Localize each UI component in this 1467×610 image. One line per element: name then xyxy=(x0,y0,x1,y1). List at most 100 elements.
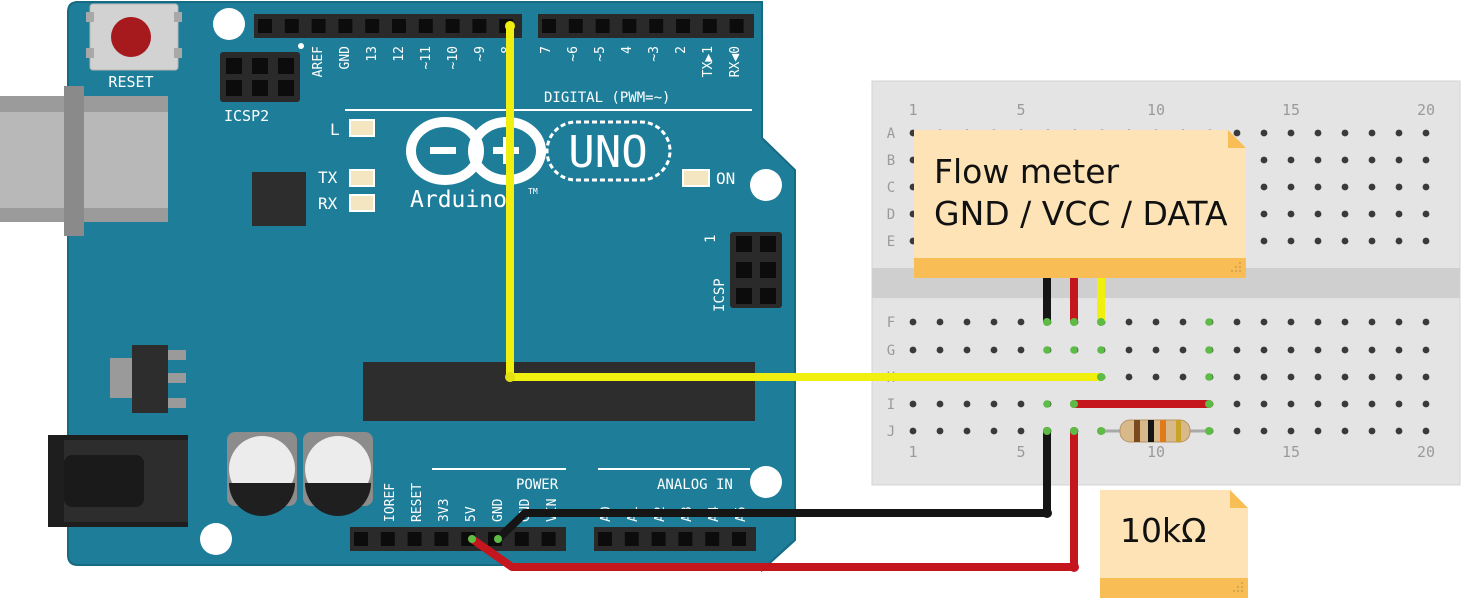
header-pin xyxy=(729,19,744,33)
breadboard-hole xyxy=(1422,183,1430,191)
breadboard-hole xyxy=(963,318,971,326)
breadboard-column-label: 20 xyxy=(1417,443,1435,461)
header-pin xyxy=(434,532,449,546)
breadboard-hole xyxy=(1287,346,1295,354)
reset-button[interactable] xyxy=(86,3,182,71)
breadboard-hole xyxy=(1314,318,1322,326)
led-tx xyxy=(349,169,375,187)
digital-pin-label: ~9 xyxy=(473,46,488,62)
mounting-hole xyxy=(750,169,782,201)
capacitor xyxy=(303,432,373,516)
resistor-note: 10kΩ xyxy=(1100,490,1248,598)
breadboard-hole xyxy=(1233,129,1241,137)
header-pin xyxy=(705,532,720,546)
header-pin xyxy=(392,19,406,33)
breadboard-hole xyxy=(1368,346,1376,354)
power-pin-label: 5V xyxy=(464,506,479,522)
digital-pin-label: 2 xyxy=(674,46,689,54)
breadboard-hole xyxy=(1368,373,1376,381)
breadboard-hole xyxy=(1395,210,1403,218)
usb-chip xyxy=(252,172,306,226)
digital-header-left xyxy=(254,14,522,38)
gnd-wire-black[interactable] xyxy=(494,427,1051,543)
breadboard-hole-active xyxy=(1043,400,1051,408)
header-pin xyxy=(354,532,368,546)
wire-endpoint xyxy=(505,372,515,382)
led-on xyxy=(682,169,710,187)
breadboard-hole xyxy=(909,400,917,408)
digital-pin-label: ~5 xyxy=(593,46,608,62)
digital-header-right xyxy=(538,14,754,38)
breadboard-hole xyxy=(909,427,917,435)
breadboard-hole xyxy=(1260,346,1268,354)
breadboard-hole xyxy=(1125,373,1133,381)
breadboard-hole xyxy=(1152,346,1160,354)
breadboard-hole xyxy=(1260,400,1268,408)
breadboard-hole xyxy=(1341,156,1349,164)
breadboard-column-label: 5 xyxy=(1016,443,1025,461)
led-rx-label: RX xyxy=(318,194,338,213)
breadboard-hole xyxy=(1179,373,1187,381)
header-pin xyxy=(380,532,395,546)
breadboard-row-label: A xyxy=(887,126,896,142)
breadboard-hole xyxy=(909,318,917,326)
breadboard-hole xyxy=(1395,129,1403,137)
capacitor xyxy=(227,432,297,516)
wire-endpoint xyxy=(1069,562,1079,572)
breadboard-hole xyxy=(1341,400,1349,408)
header-pin xyxy=(284,19,299,33)
header-pin xyxy=(678,532,693,546)
breadboard-hole xyxy=(1287,400,1295,408)
breadboard-hole xyxy=(1314,373,1322,381)
uno-label: UNO xyxy=(568,127,647,178)
vcc-wire-red[interactable] xyxy=(468,427,1078,571)
breadboard-hole xyxy=(1314,129,1322,137)
header-pin xyxy=(514,532,529,546)
led-on-label: ON xyxy=(716,169,735,188)
power-pin-label: 3V3 xyxy=(437,499,452,522)
breadboard-hole xyxy=(1422,156,1430,164)
digital-pin-label: RX◀0 xyxy=(728,46,743,77)
breadboard-hole xyxy=(990,427,998,435)
digital-pin-label: 12 xyxy=(392,46,407,62)
breadboard-hole xyxy=(1422,237,1430,245)
breadboard-row-label: J xyxy=(887,424,895,440)
breadboard-column-label: 15 xyxy=(1282,443,1300,461)
header-pin xyxy=(732,532,746,546)
breadboard-hole xyxy=(1233,346,1241,354)
breadboard-hole xyxy=(1368,183,1376,191)
breadboard-hole-active xyxy=(1205,373,1213,381)
digital-pin-label: ~3 xyxy=(647,46,662,62)
breadboard-hole xyxy=(1395,156,1403,164)
breadboard-hole xyxy=(1368,237,1376,245)
digital-pin-label: 7 xyxy=(539,46,554,54)
microcontroller-chip xyxy=(363,362,755,421)
header-pin xyxy=(702,19,717,33)
breadboard-hole xyxy=(1395,427,1403,435)
breadboard-hole xyxy=(936,346,944,354)
header-pin xyxy=(598,532,612,546)
breadboard-hole xyxy=(936,318,944,326)
usb-connector xyxy=(0,86,168,236)
header-pin xyxy=(541,532,556,546)
uno-badge xyxy=(545,120,672,182)
breadboard-hole xyxy=(1341,346,1349,354)
digital-pin-label: ~6 xyxy=(566,46,581,62)
breadboard-hole xyxy=(1341,210,1349,218)
arduino-uno-board: RESET ICSP2 L TX RX ON Ard xyxy=(0,1,796,573)
power-pin-label: IOREF xyxy=(383,483,398,522)
header-pin xyxy=(418,19,433,33)
analog-in-label: ANALOG IN xyxy=(657,477,733,493)
breadboard-row-label: I xyxy=(887,397,895,413)
power-label: POWER xyxy=(516,477,559,493)
icsp-pin1-label: 1 xyxy=(703,235,719,243)
resistor-value-label: 10kΩ xyxy=(1120,511,1206,550)
breadboard-hole xyxy=(1125,346,1133,354)
digital-pin-label: TX▶1 xyxy=(701,46,716,77)
breadboard-hole xyxy=(1368,427,1376,435)
breadboard-column-label: 1 xyxy=(908,101,917,119)
breadboard-hole xyxy=(936,427,944,435)
led-l xyxy=(349,119,375,137)
